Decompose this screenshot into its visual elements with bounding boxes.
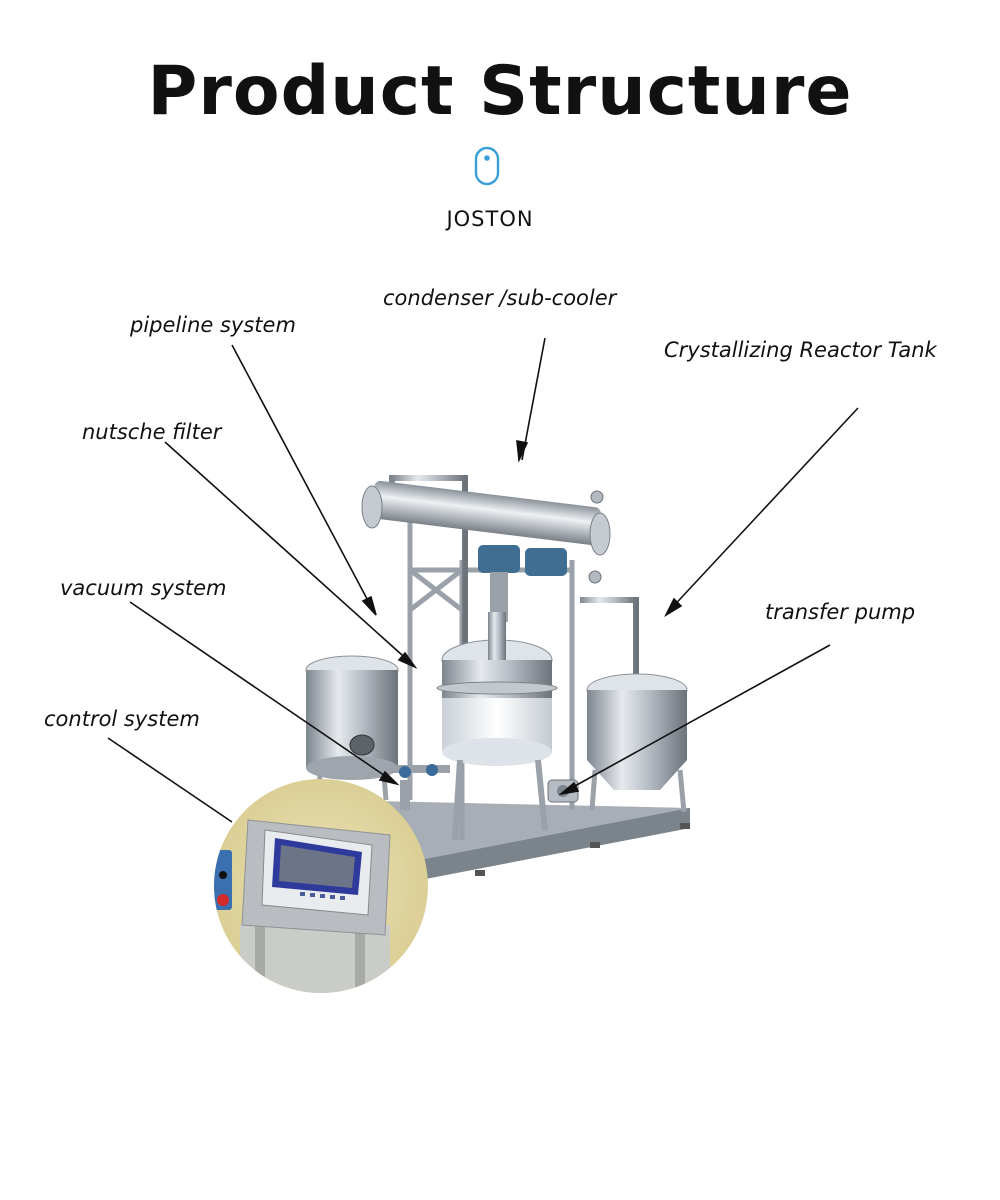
arrow-nutsche bbox=[164, 441, 413, 665]
label-control-system: control system bbox=[44, 707, 200, 731]
arrow-condenser bbox=[521, 337, 546, 461]
label-crystallizing-reactor-tank: Crystallizing Reactor Tank bbox=[664, 338, 937, 362]
condenser-sub-cooler bbox=[361, 480, 611, 584]
arrow-vacuum bbox=[129, 601, 395, 783]
agitator-motor bbox=[478, 545, 567, 622]
arrow-transfer-pump bbox=[563, 644, 831, 793]
emergency-stop-icon bbox=[217, 894, 229, 906]
control-system-inset bbox=[214, 779, 428, 993]
arrow-pipeline bbox=[231, 344, 375, 613]
label-vacuum-system: vacuum system bbox=[60, 576, 227, 600]
arrow-reactor bbox=[667, 407, 859, 613]
page-title: Product Structure bbox=[147, 52, 853, 131]
nutsche-filter bbox=[305, 655, 399, 801]
control-box bbox=[214, 850, 232, 910]
receiver-tank bbox=[586, 673, 688, 813]
arrow-control bbox=[107, 737, 233, 823]
label-nutsche-filter: nutsche filter bbox=[82, 420, 222, 444]
brand-name: JOSTON bbox=[446, 207, 534, 231]
label-transfer-pump: transfer pump bbox=[765, 600, 916, 624]
brand-logo-icon bbox=[474, 146, 500, 186]
label-pipeline-system: pipeline system bbox=[130, 313, 296, 337]
label-condenser: condenser /sub-cooler bbox=[383, 286, 617, 310]
crystallizing-reactor-tank bbox=[436, 612, 558, 841]
vacuum-system bbox=[390, 764, 450, 810]
